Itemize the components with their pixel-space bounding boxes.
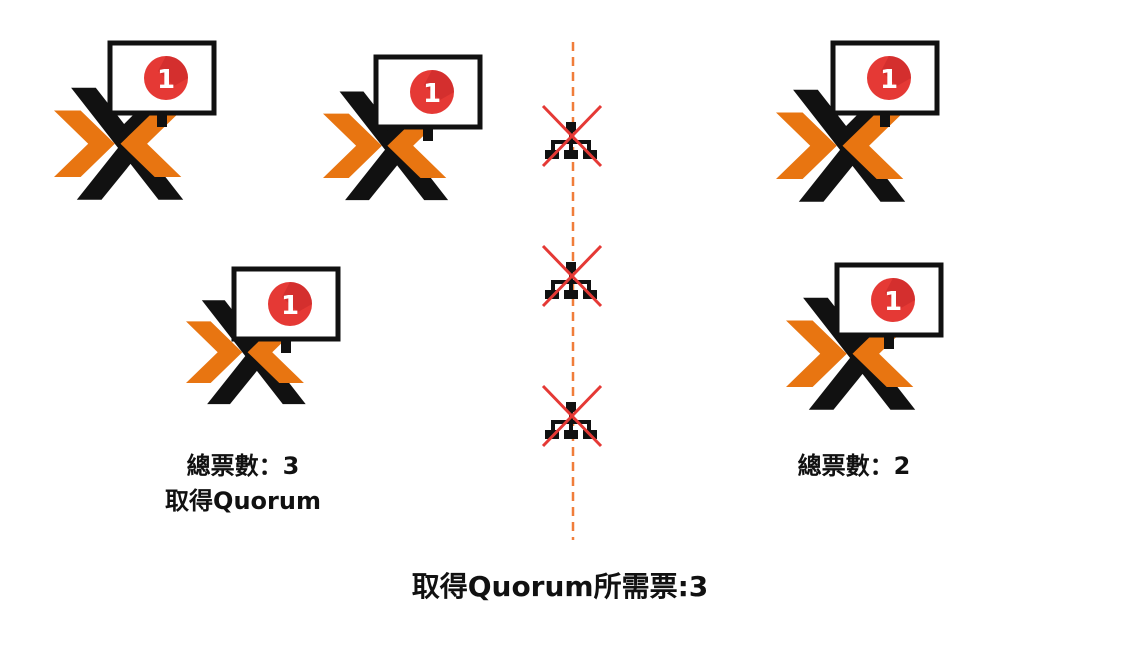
monitor-icon — [376, 57, 480, 141]
node-left-top-b — [323, 57, 480, 201]
monitor-icon — [833, 43, 937, 127]
network-switch-failed-icon — [541, 104, 603, 168]
node-left-top-a — [54, 43, 214, 200]
left-group-quorum-status: 取得Quorum — [165, 487, 321, 515]
node-left-bottom — [186, 269, 338, 405]
node-right-bottom — [786, 265, 941, 410]
right-group-vote-total: 總票數：2 — [797, 452, 911, 480]
monitor-icon — [234, 269, 338, 353]
node-right-top — [776, 43, 937, 202]
monitor-icon — [837, 265, 941, 349]
left-group-vote-total: 總票數：3 — [186, 452, 300, 480]
quorum-requirement-caption: 取得Quorum所需票:3 — [411, 570, 709, 603]
monitor-icon — [110, 43, 214, 127]
